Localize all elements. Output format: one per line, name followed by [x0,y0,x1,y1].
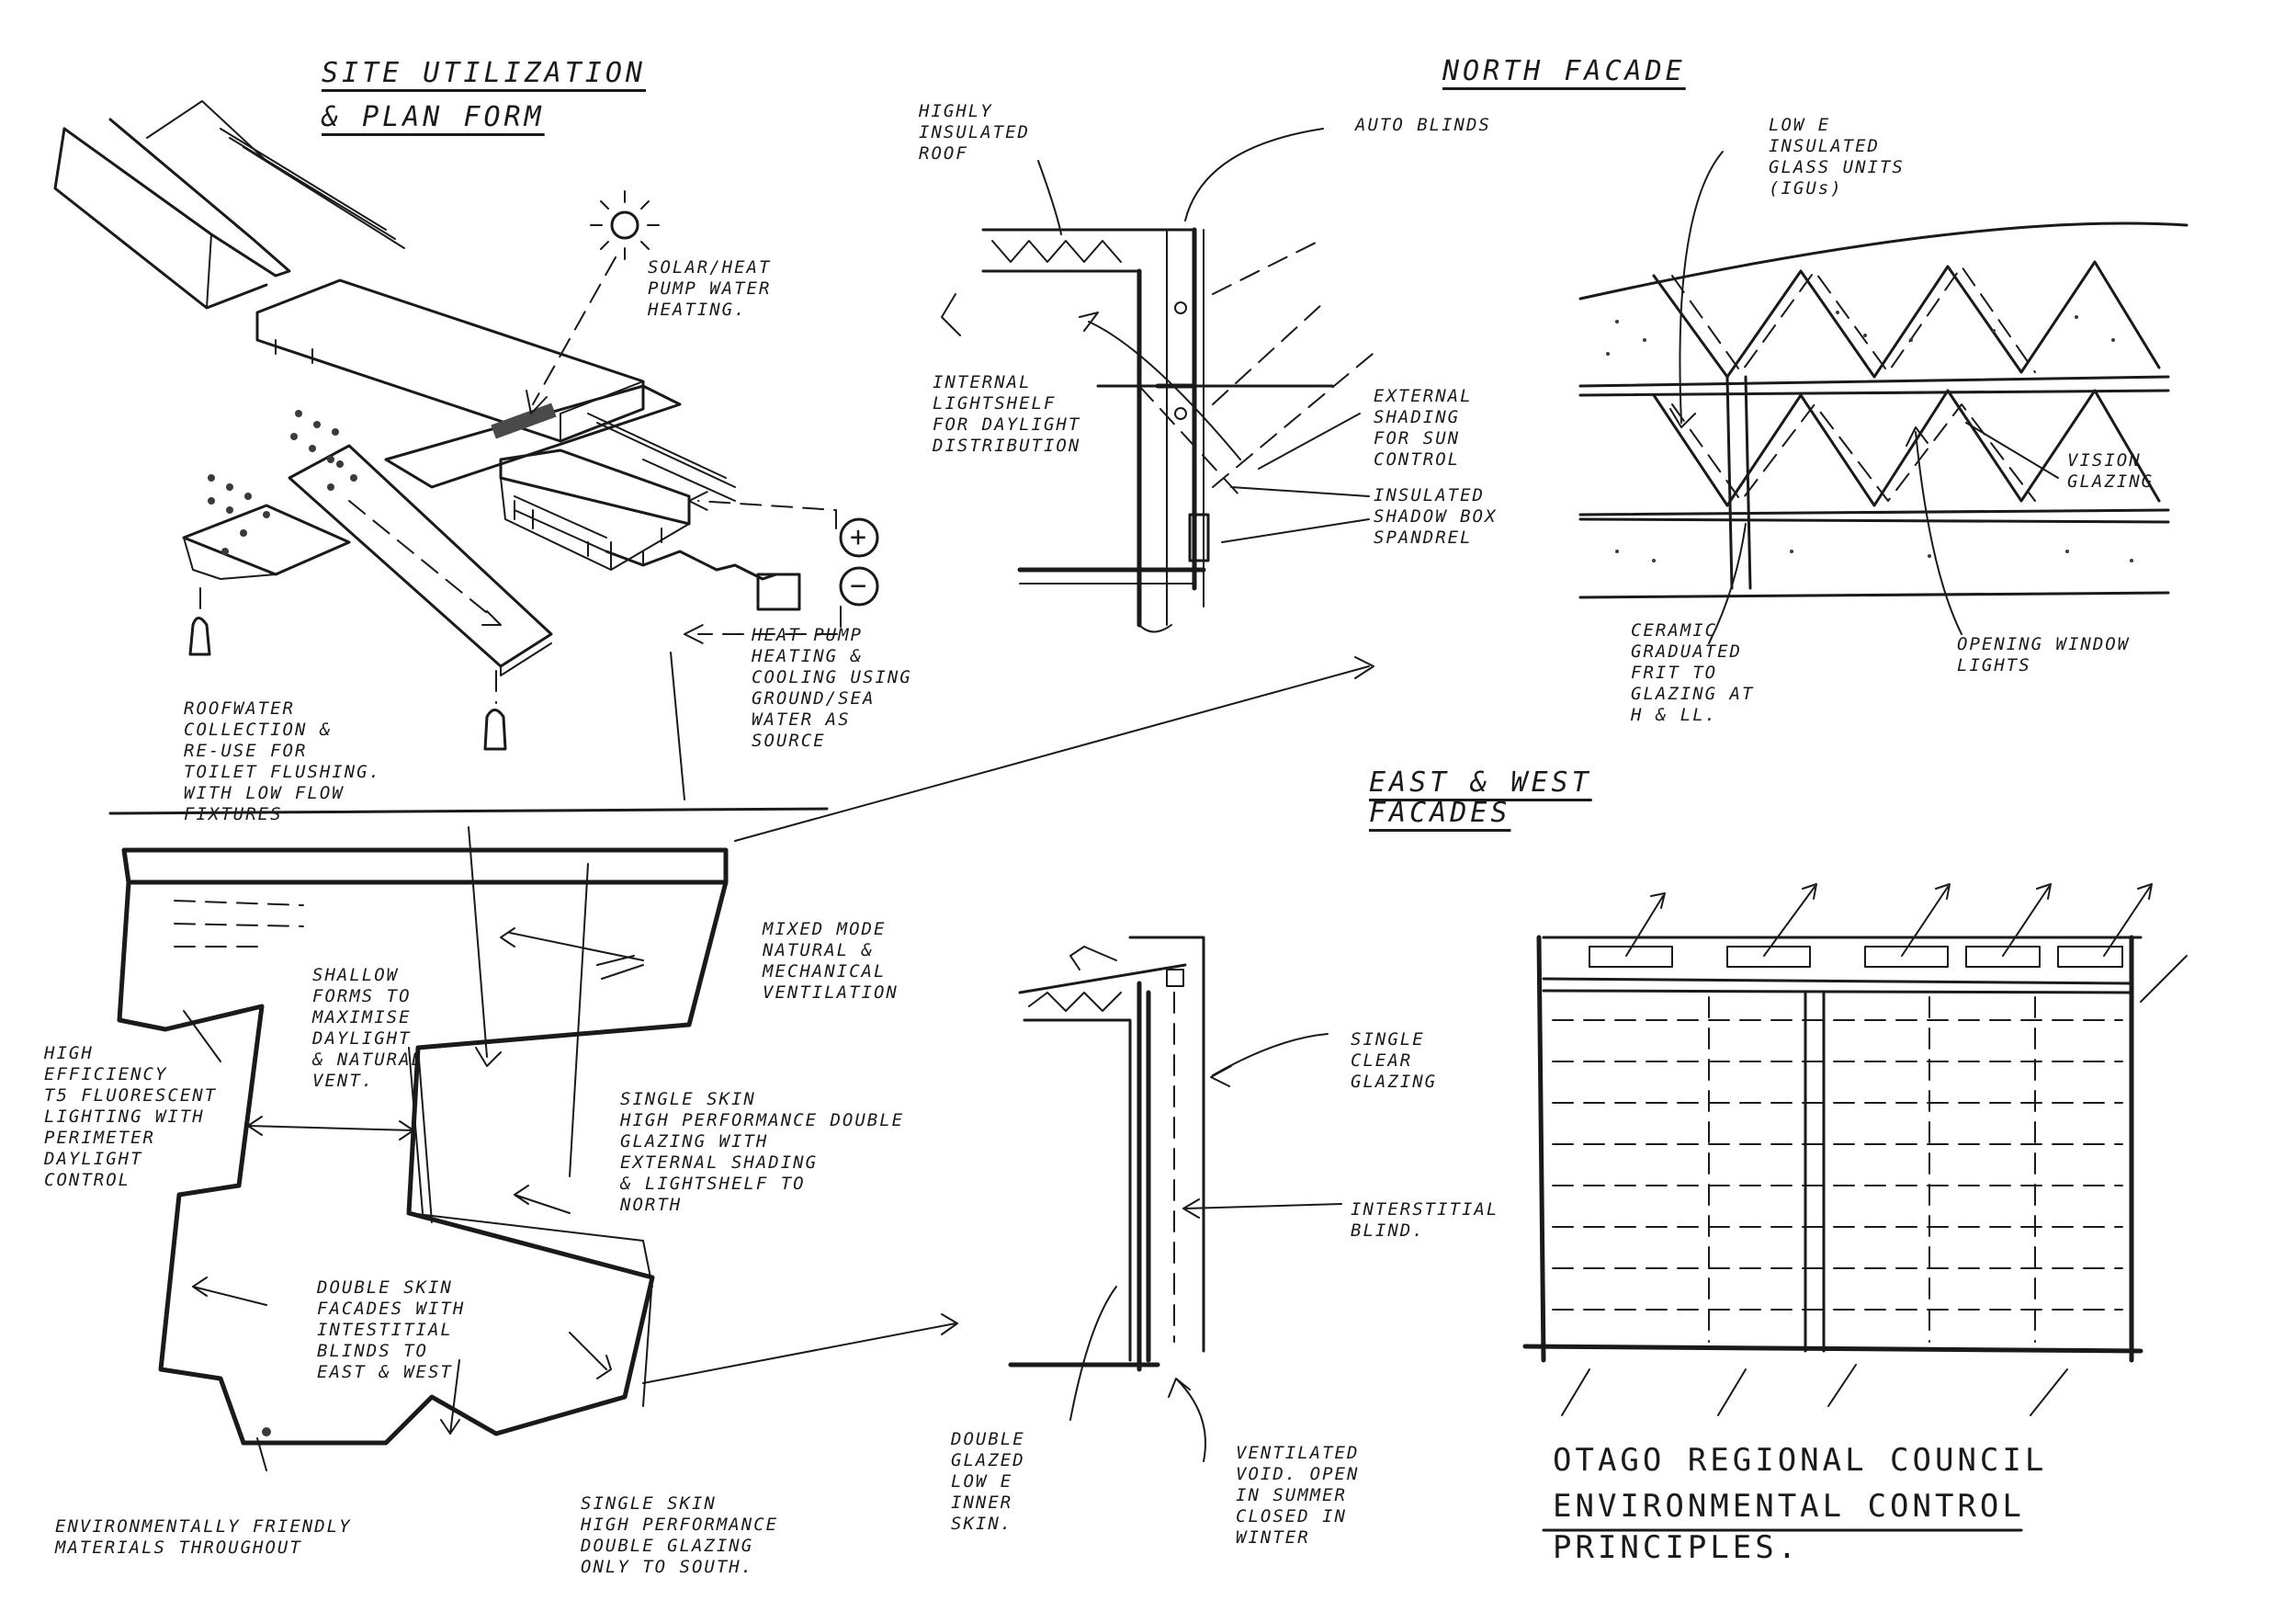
internal-lightshelf-note: INTERNAL LIGHTSHELF FOR DAYLIGHT DISTRIB… [933,372,1081,456]
east-west-facade-section-drawing [1008,936,1342,1462]
site-axonometric-drawing [53,100,879,815]
vision-glazing-note: VISION GLAZING [2067,450,2155,492]
plus-icon: + [850,521,867,553]
ceramic-frit-note: CERAMIC GRADUATED FRIT TO GLAZING AT H &… [1631,620,1755,725]
east-west-heading-line1: EAST & WEST [1369,766,1592,799]
heat-pump-note: HEAT PUMP HEATING & COOLING USING GROUND… [752,625,912,751]
single-skin-north-note: SINGLE SKIN HIGH PERFORMANCE DOUBLE GLAZ… [620,1089,905,1215]
east-west-facade-elevation-drawing [1522,883,2188,1532]
opening-window-note: OPENING WINDOW LIGHTS [1957,634,2131,675]
floor-plan-drawing [117,656,1374,1471]
title-line-2: ENVIRONMENTAL CONTROL [1553,1488,2025,1525]
minus-icon: − [850,570,867,602]
north-facade-section-drawing [941,128,1379,633]
single-skin-south-note: SINGLE SKIN HIGH PERFORMANCE DOUBLE GLAZ… [581,1493,779,1577]
ventilated-void-note: VENTILATED VOID. OPEN IN SUMMER CLOSED I… [1236,1443,1360,1548]
interstitial-blind-note: INTERSTITIAL BLIND. [1351,1199,1499,1241]
shadow-box-spandrel-note: INSULATED SHADOW BOX SPANDREL [1374,485,1498,548]
auto-blinds-note: AUTO BLINDS [1355,115,1491,135]
title-line-3: PRINCIPLES. [1553,1529,1801,1566]
north-facade-elevation-drawing [1578,151,2189,644]
shallow-forms-note: SHALLOW FORMS TO MAXIMISE DAYLIGHT & NAT… [312,965,424,1091]
plan-form-heading: & PLAN FORM [322,101,545,133]
high-efficiency-lighting-note: HIGH EFFICIENCY T5 FLUORESCENT LIGHTING … [44,1043,218,1190]
external-shading-note: EXTERNAL SHADING FOR SUN CONTROL [1374,386,1473,470]
title-line-1: OTAGO REGIONAL COUNCIL [1553,1442,2048,1479]
double-glazed-inner-skin-note: DOUBLE GLAZED LOW E INNER SKIN. [951,1429,1025,1534]
single-clear-glazing-note: SINGLE CLEAR GLAZING [1351,1029,1438,1092]
insulated-roof-note: HIGHLY INSULATED ROOF [919,101,1030,164]
east-west-heading-line2: FACADES [1369,797,1511,829]
roofwater-collection-note: ROOFWATER COLLECTION & RE-USE FOR TOILET… [184,698,382,824]
site-utilization-heading: SITE UTILIZATION [322,57,646,89]
north-facade-heading: NORTH FACADE [1442,55,1686,87]
low-e-igu-note: LOW E INSULATED GLASS UNITS (IGUs) [1769,115,1905,199]
mixed-mode-ventilation-note: MIXED MODE NATURAL & MECHANICAL VENTILAT… [763,919,899,1003]
double-skin-facades-note: DOUBLE SKIN FACADES WITH INTESTITIAL BLI… [317,1277,466,1382]
solar-water-heating-note: SOLAR/HEAT PUMP WATER HEATING. [648,257,772,320]
materials-note: ENVIRONMENTALLY FRIENDLY MATERIALS THROU… [55,1516,352,1558]
